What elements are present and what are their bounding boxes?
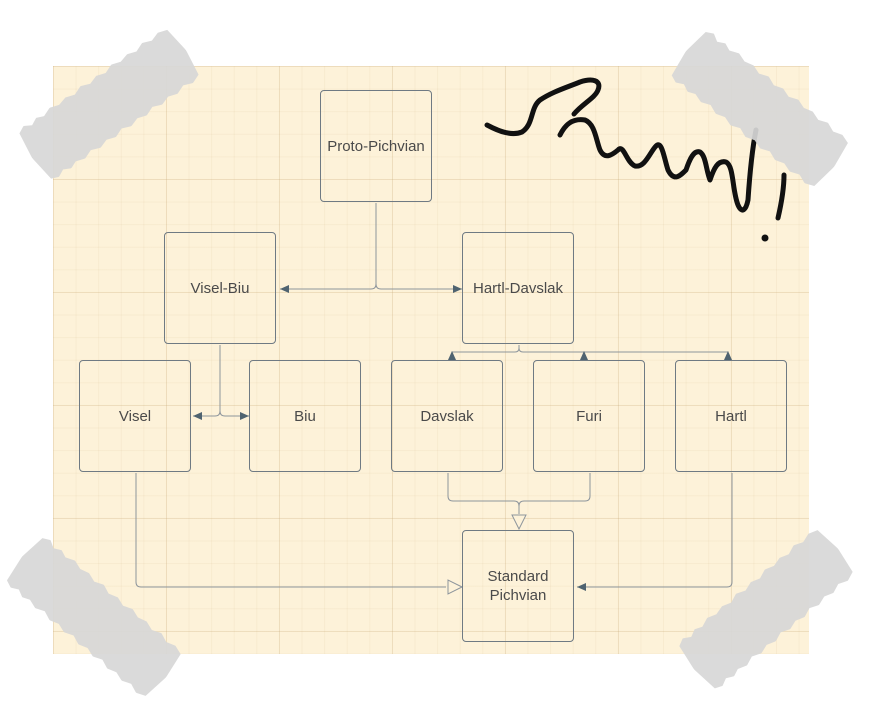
- node-biu[interactable]: Biu: [249, 360, 361, 472]
- node-furi[interactable]: Furi: [533, 360, 645, 472]
- node-hartl[interactable]: Hartl: [675, 360, 787, 472]
- arrowhead-hartl-davslak: [453, 285, 462, 293]
- edge-hartl-to-standard: [577, 473, 733, 588]
- edge-visel-to-standard: [135, 473, 446, 588]
- arrowhead-visel-biu: [280, 285, 289, 293]
- hollow-arrowhead-standard-top: [511, 514, 527, 531]
- arrowhead-furi: [580, 351, 588, 360]
- edge-proto-to-hartl-davslak: [375, 283, 462, 290]
- edge-visel-biu-to-biu: [219, 410, 249, 417]
- edge-davslak-to-standard: [447, 473, 520, 514]
- node-visel-biu[interactable]: Visel-Biu: [164, 232, 276, 344]
- arrowhead-davslak: [448, 351, 456, 360]
- arrowhead-hartl: [724, 351, 732, 360]
- arrowhead-standard-right: [577, 583, 586, 591]
- node-standard-pichvian[interactable]: Standard Pichvian: [462, 530, 574, 642]
- node-davslak[interactable]: Davslak: [391, 360, 503, 472]
- hollow-arrowhead-standard-left: [447, 579, 464, 595]
- node-hartl-davslak[interactable]: Hartl-Davslak: [462, 232, 574, 344]
- node-proto-pichvian[interactable]: Proto-Pichvian: [320, 90, 432, 202]
- arrowhead-biu: [240, 412, 249, 420]
- arrowhead-visel: [193, 412, 202, 420]
- edge-hartl-davslak-to-hartl: [518, 347, 729, 360]
- node-visel[interactable]: Visel: [79, 360, 191, 472]
- edge-furi-to-standard: [518, 473, 591, 507]
